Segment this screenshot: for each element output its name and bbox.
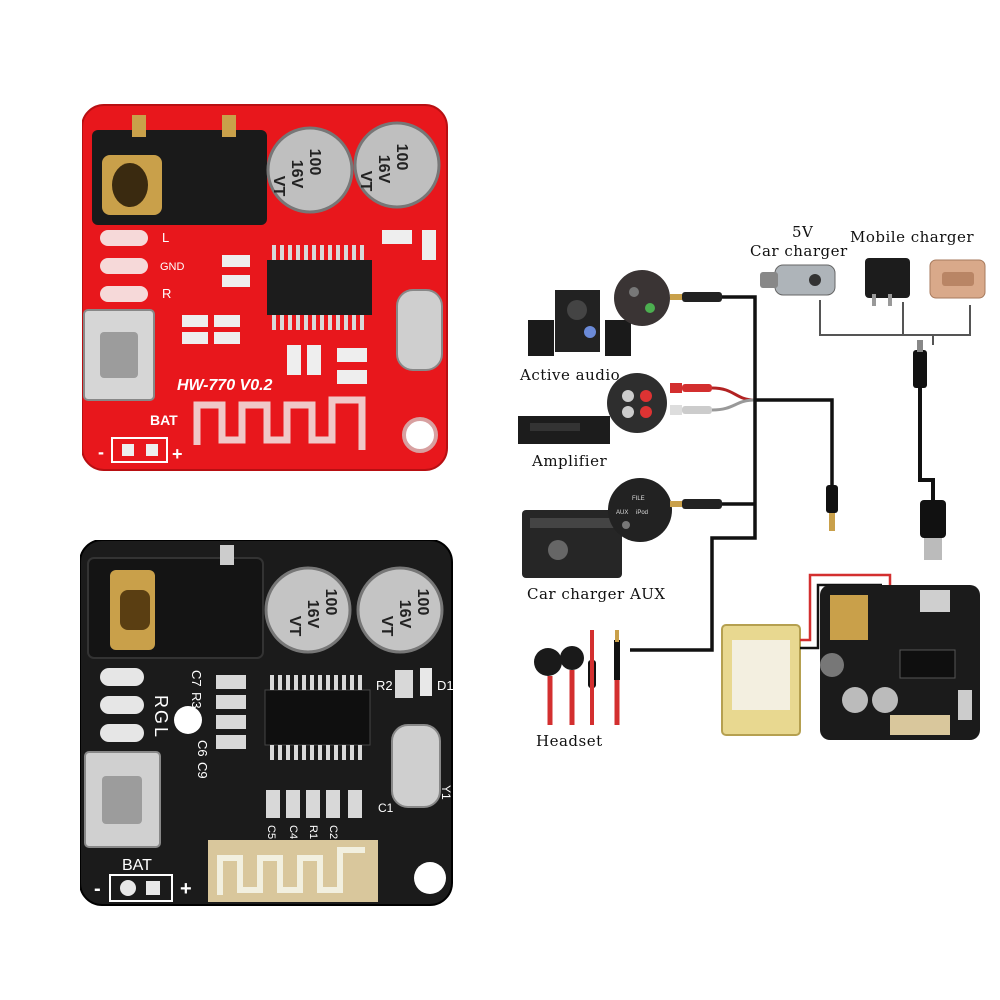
wiring-diagram: FILE AUX iPod — [518, 258, 986, 740]
red-cap1-line2: 16V — [288, 160, 305, 189]
black-cap2-line3: VT — [378, 616, 395, 637]
car-charger-image — [760, 264, 836, 296]
black-audio-jack — [87, 545, 264, 659]
car-aux-socket-image: FILE AUX iPod — [608, 478, 672, 542]
aux-plug-cable-end — [826, 485, 838, 531]
red-bat-label: BAT — [150, 412, 178, 428]
amplifier-image — [518, 416, 610, 444]
red-model-label: HW-770 V0.2 — [177, 377, 273, 394]
red-pad-r: R — [162, 286, 171, 301]
car-aux-panel-image — [522, 510, 622, 578]
red-antenna — [193, 396, 366, 450]
red-bat-minus: - — [98, 442, 104, 462]
black-cap1-line3: VT — [286, 616, 303, 637]
black-crystal — [391, 724, 441, 808]
red-audio-pads: L GND R — [100, 230, 185, 302]
black-silk-c7: C7 — [189, 670, 204, 687]
black-silk-r1: R1 — [307, 825, 319, 839]
black-pad-l: L — [151, 727, 171, 737]
black-bluetooth-board: 100 16V VT 100 16V VT R G L C7 R3 C6 C9 … — [80, 540, 454, 906]
aux-panel-aux: AUX — [616, 510, 628, 516]
aux-plug-2 — [670, 499, 722, 509]
label-5v: 5V — [792, 223, 814, 241]
black-silk-c6: C6 — [195, 740, 210, 757]
black-audio-pads: R G L — [100, 668, 171, 742]
black-cap1-line1: 100 — [322, 589, 339, 616]
lipo-battery-image — [721, 624, 801, 736]
mobile-charger-image — [865, 258, 910, 306]
red-capacitor-1: 100 16V VT — [266, 126, 354, 214]
black-smd-parts-left — [216, 675, 246, 749]
black-mount-hole-right — [414, 862, 446, 894]
red-pad-gnd: GND — [160, 261, 185, 273]
black-capacitor-1: 100 16V VT — [264, 566, 352, 654]
black-silk-c5: C5 — [265, 825, 277, 839]
red-smd-parts — [182, 230, 436, 384]
label-mobile-charger: Mobile charger — [850, 228, 975, 246]
red-main-chip — [267, 245, 372, 330]
aux-plug-1 — [670, 292, 722, 302]
red-audio-jack — [92, 115, 267, 225]
black-silk-r2: R2 — [376, 678, 393, 693]
red-capacitor-2: 100 16V VT — [353, 121, 441, 209]
red-cap1-line3: VT — [270, 176, 287, 197]
label-headset: Headset — [536, 732, 603, 750]
black-cap2-line2: 16V — [396, 600, 413, 629]
headset-image — [534, 630, 620, 725]
active-audio-speakers — [528, 290, 631, 356]
red-cap2-line2: 16V — [375, 155, 392, 184]
power-bank-image — [929, 259, 986, 299]
red-cap2-line3: VT — [357, 171, 374, 192]
black-cap1-line2: 16V — [304, 600, 321, 629]
aux-panel-file: FILE — [632, 496, 645, 502]
aux-panel-ipod: iPod — [636, 510, 648, 516]
black-mount-hole-left — [174, 706, 202, 734]
micro-usb-cable — [913, 340, 946, 560]
black-micro-usb — [84, 751, 161, 848]
red-crystal — [396, 289, 443, 371]
rca-aux-socket-image — [614, 270, 670, 326]
charger-bracket — [819, 300, 971, 345]
black-pad-g: G — [151, 710, 171, 724]
red-bat-plus: + — [172, 444, 183, 464]
black-silk-y1: Y1 — [439, 785, 453, 800]
black-silk-d1: D1 — [437, 678, 454, 693]
rca-plugs — [670, 383, 756, 415]
red-mount-hole — [402, 417, 438, 453]
black-cap2-line1: 100 — [414, 589, 431, 616]
diagram-board-image — [820, 585, 980, 740]
black-pad-r: R — [151, 695, 171, 708]
red-micro-usb — [83, 309, 155, 401]
black-smd-parts-bottom — [266, 790, 362, 818]
label-active-audio: Active audio — [520, 366, 621, 384]
signal-wires — [630, 295, 834, 652]
red-bluetooth-board: 100 16V VT 100 16V VT L GND R HW-770 — [82, 104, 448, 471]
black-bat-label: BAT — [122, 857, 152, 874]
black-silk-c9: C9 — [195, 762, 210, 779]
label-car-charger: Car charger — [750, 242, 848, 260]
black-bat-plus: + — [180, 878, 192, 900]
label-amplifier: Amplifier — [532, 452, 608, 470]
black-silk-c4: C4 — [287, 825, 299, 839]
black-main-chip — [264, 675, 371, 760]
black-silk-c2: C2 — [327, 825, 339, 839]
label-car-charger-aux: Car charger AUX — [527, 585, 666, 603]
black-bat-minus: - — [94, 878, 101, 900]
red-cap2-line1: 100 — [393, 144, 410, 171]
red-cap1-line1: 100 — [306, 149, 323, 176]
black-capacitor-2: 100 16V VT — [356, 566, 444, 654]
red-pad-l: L — [162, 230, 169, 245]
black-silk-c1: C1 — [378, 801, 394, 815]
black-silk-r3: R3 — [189, 692, 204, 709]
rca-socket-image — [607, 373, 667, 433]
